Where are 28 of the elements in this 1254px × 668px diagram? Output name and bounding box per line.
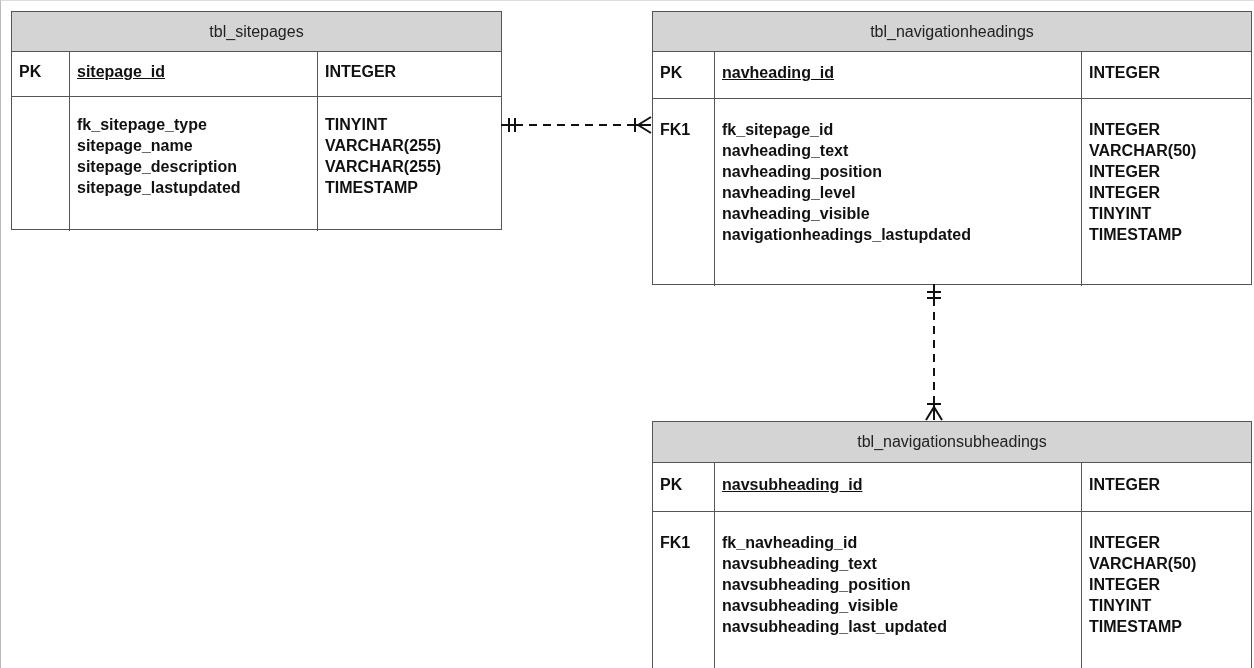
table-title: tbl_navigationheadings <box>653 12 1251 52</box>
relationship-line <box>925 283 943 421</box>
key-label: PK <box>19 62 42 82</box>
table <box>652 421 1252 668</box>
column-type-list: TINYINT VARCHAR(255) VARCHAR(255) TIMESTAMP <box>325 114 442 198</box>
column-type-list: INTEGER VARCHAR(50) INTEGER TINYINT TIMESTAMP <box>1089 532 1197 637</box>
table-title: tbl_navigationsubheadings <box>653 422 1251 463</box>
primary-key-name: navsubheading_id <box>722 475 863 495</box>
table-title: tbl_sitepages <box>12 12 501 52</box>
column-type: INTEGER <box>1089 475 1161 495</box>
table <box>652 11 1252 285</box>
primary-key-row <box>653 51 1251 99</box>
column-name-list: fk_sitepage_id navheading_text navheading_position navheading_level navheading_visible navigationheadings_lastupdated <box>722 119 971 245</box>
relationship-line <box>500 116 652 134</box>
primary-key-row <box>653 462 1251 512</box>
primary-key-row <box>12 51 501 97</box>
column-name-list: fk_navheading_id navsubheading_text navsubheading_position navsubheading_visible navsubheading_last_updated <box>722 532 947 637</box>
column-type: INTEGER <box>1089 63 1161 83</box>
table <box>11 11 502 230</box>
key-label: FK1 <box>660 120 691 140</box>
key-label: FK1 <box>660 533 691 553</box>
primary-key-name: sitepage_id <box>77 62 166 82</box>
key-label: PK <box>660 475 683 495</box>
primary-key-name: navheading_id <box>722 63 835 83</box>
column-name-list: fk_sitepage_type sitepage_name sitepage_description sitepage_lastupdated <box>77 114 241 198</box>
key-label: PK <box>660 63 683 83</box>
column-type-list: INTEGER VARCHAR(50) INTEGER INTEGER TINYINT TIMESTAMP <box>1089 119 1197 245</box>
column-type: INTEGER <box>325 62 397 82</box>
